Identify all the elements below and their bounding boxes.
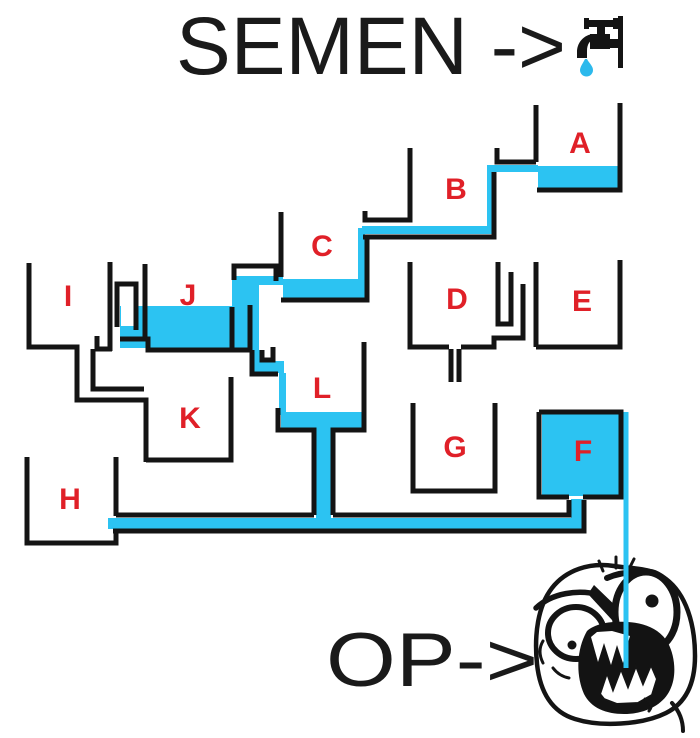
drain-inner-wall: [259, 347, 276, 363]
container-label-l: L: [313, 372, 331, 405]
container-f-left-walls: [536, 412, 569, 500]
container-label-h: H: [59, 483, 81, 516]
rage-face: [533, 555, 698, 733]
water-a: [538, 166, 620, 189]
junction-bridge: [231, 263, 279, 281]
container-label-e: E: [572, 285, 592, 318]
container-k-walls: [146, 377, 234, 463]
op-caption: OP->: [326, 618, 538, 703]
water-f-inlet: [571, 499, 583, 520]
water-c-to-j: [232, 277, 259, 350]
water-l: [281, 412, 362, 429]
water-j-drain: [253, 350, 261, 364]
container-label-i: I: [64, 280, 72, 313]
ear-mark: [538, 639, 545, 665]
container-labels: A B C D E F G H I J K L: [59, 127, 592, 516]
d-e-trap: [495, 262, 514, 327]
water-a-to-b: [487, 165, 494, 230]
upper-teeth: [591, 631, 630, 665]
container-label-c: C: [311, 230, 333, 263]
lower-teeth: [598, 662, 659, 706]
drain-outer-wall: [249, 350, 278, 377]
container-b-floor: [363, 172, 497, 240]
container-label-f: F: [574, 435, 592, 468]
container-label-b: B: [445, 173, 467, 206]
water-c: [283, 279, 367, 298]
water-bottom-pipe: [108, 518, 586, 529]
right-pupil: [645, 594, 659, 608]
container-l-right-walls: [330, 342, 367, 515]
container-l-left-walls: [275, 408, 317, 515]
container-label-d: D: [446, 283, 468, 316]
container-label-j: J: [180, 279, 197, 312]
container-b-left-wall: [362, 148, 413, 223]
cheek-mark: [551, 666, 571, 680]
container-e-walls: [536, 260, 623, 350]
pipe-walls: [24, 103, 624, 546]
container-i-walls: [26, 263, 149, 462]
i-k-channel: [90, 349, 144, 392]
container-label-k: K: [179, 402, 201, 435]
water-layer: [108, 165, 620, 529]
bottom-pipe-top-right: [333, 500, 572, 518]
water-a-spill: [494, 165, 538, 172]
container-c-floor: [281, 235, 370, 303]
water-l-drain: [316, 428, 331, 521]
j-trap-tube: [114, 281, 139, 330]
water-f: [542, 414, 619, 496]
hair-strokes: [597, 555, 636, 573]
water-to-l: [279, 373, 286, 415]
water-b: [362, 226, 494, 234]
left-pupil: [567, 640, 577, 650]
container-a-walls: [537, 103, 623, 193]
trap-air-gap: [121, 288, 134, 326]
water-drop-icon: [580, 59, 593, 77]
water-b-to-c: [358, 228, 365, 284]
container-d-walls: [407, 262, 449, 350]
container-label-a: A: [569, 127, 591, 160]
neck-line: [670, 701, 685, 733]
container-h-walls: [24, 457, 119, 546]
container-g-walls: [410, 403, 498, 494]
chin-mark: [643, 697, 653, 713]
container-a-weir: [494, 148, 536, 165]
container-j-floor: [120, 336, 250, 353]
container-label-g: G: [443, 431, 466, 464]
water-stream-f-to-face: [623, 412, 629, 668]
faucet-icon: [577, 16, 623, 68]
bottom-pipe-bottom: [113, 500, 587, 534]
container-f-walls: [539, 409, 624, 500]
water-elbow: [253, 361, 284, 373]
d-floor-step: [461, 284, 526, 350]
title-caption: SEMEN ->: [176, 1, 566, 92]
